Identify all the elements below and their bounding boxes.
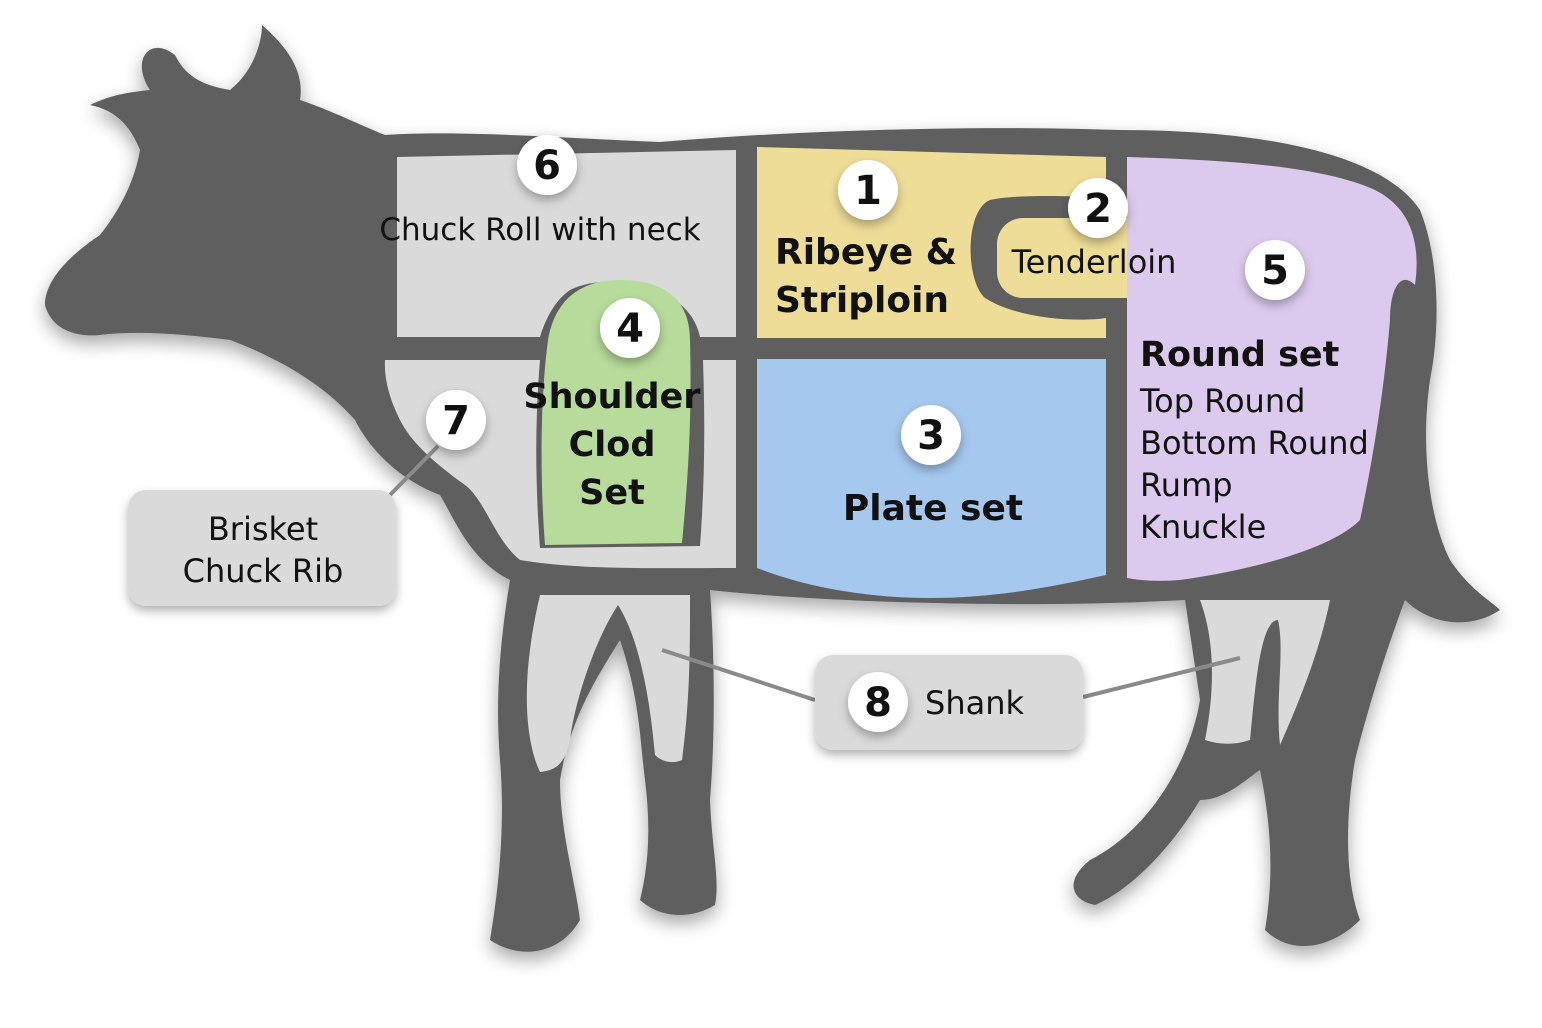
shoulder-label-line2: Clod — [569, 425, 656, 465]
brisket-connector-line — [388, 444, 440, 497]
ribeye-label-line1: Ribeye & — [775, 232, 957, 273]
plate-label: Plate set — [843, 488, 1023, 529]
chuck-roll-label: Chuck Roll with neck — [379, 212, 700, 248]
badge-3-number: 3 — [917, 413, 945, 459]
badge-2-number: 2 — [1084, 186, 1112, 232]
shoulder-label-line3: Set — [579, 473, 645, 513]
cut-round-region — [1127, 157, 1417, 581]
cut-shank-front-region — [526, 595, 690, 772]
brisket-label-line1: Brisket — [208, 510, 318, 548]
badge-8-number: 8 — [864, 680, 892, 726]
badge-7-number: 7 — [442, 398, 470, 444]
badge-7 — [426, 390, 486, 450]
round-title: Round set — [1140, 335, 1339, 375]
shoulder-label-line1: Shoulder — [523, 377, 701, 417]
shank-connector-front — [661, 648, 816, 702]
badge-5-number: 5 — [1261, 248, 1289, 294]
badge-3 — [901, 405, 961, 465]
badge-4-number: 4 — [616, 306, 644, 352]
badge-5 — [1245, 240, 1305, 300]
badge-1 — [838, 160, 898, 220]
cut-chuck-roll-region — [397, 150, 736, 337]
round-item-3: Rump — [1140, 466, 1233, 504]
cut-shank-rear-region — [1200, 600, 1330, 745]
tenderloin-label: Tenderloin — [1011, 243, 1177, 281]
ribeye-label-line2: Striploin — [775, 280, 949, 321]
badge-6-number: 6 — [533, 143, 561, 189]
round-item-4: Knuckle — [1140, 508, 1266, 546]
badge-1-number: 1 — [854, 168, 882, 214]
shank-connector-rear — [1082, 656, 1241, 699]
badge-2 — [1068, 178, 1128, 238]
cut-plate-region — [757, 359, 1106, 598]
badge-4 — [600, 298, 660, 358]
round-item-1: Top Round — [1139, 382, 1305, 420]
brisket-label-line2: Chuck Rib — [183, 552, 344, 590]
shank-label: Shank — [925, 684, 1024, 722]
badge-6 — [517, 135, 577, 195]
badge-8 — [848, 672, 908, 732]
brisket-callout-box — [128, 490, 396, 606]
round-item-2: Bottom Round — [1140, 424, 1369, 462]
